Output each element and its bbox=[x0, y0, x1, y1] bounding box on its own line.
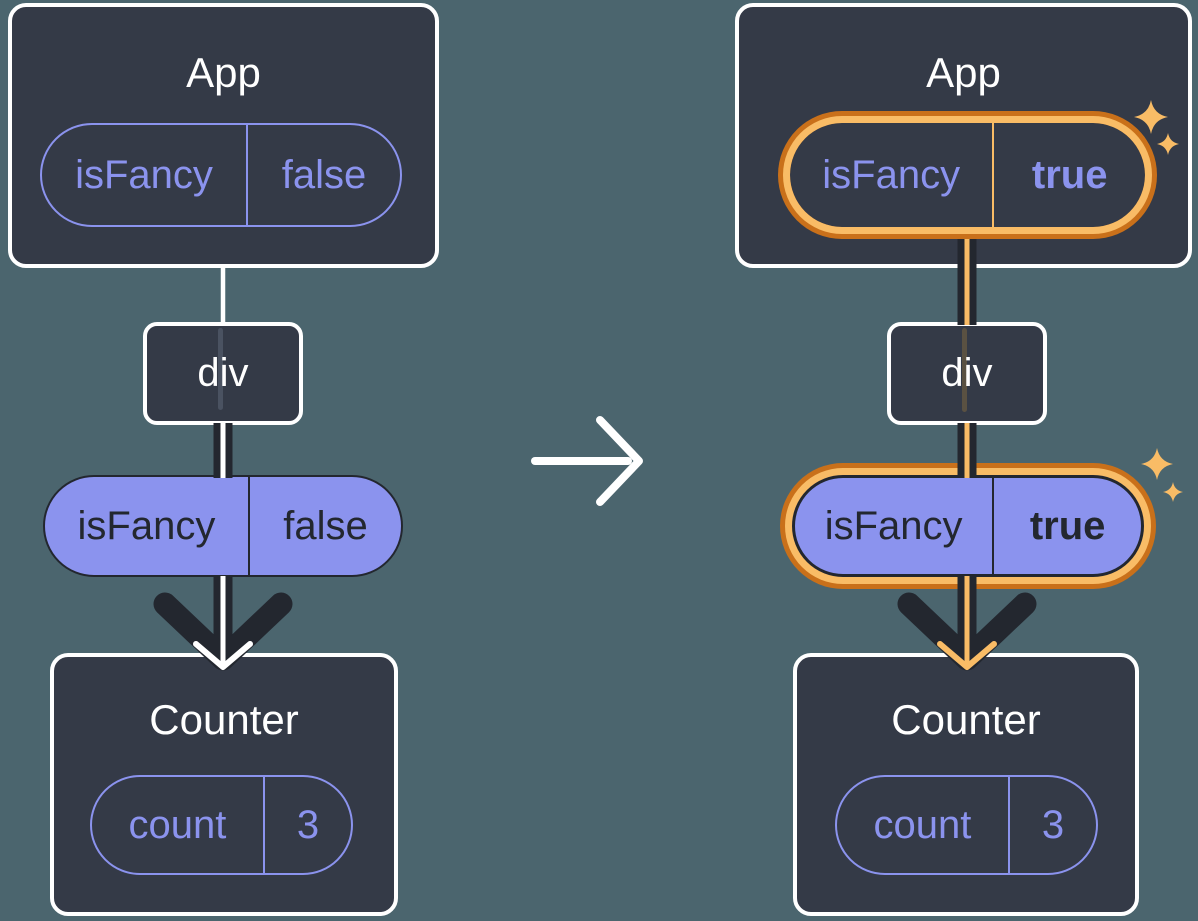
prop-pill: isFancy false bbox=[40, 123, 402, 227]
state-value: 3 bbox=[1041, 802, 1065, 847]
app-card-title: App bbox=[186, 49, 261, 96]
prop-name: isFancy bbox=[790, 123, 995, 227]
prop-name: isFancy bbox=[795, 478, 995, 574]
sparkle-icon bbox=[1141, 448, 1173, 480]
prop-name: isFancy bbox=[45, 477, 250, 575]
div-node: div bbox=[887, 322, 1047, 425]
prop-name: isFancy bbox=[42, 125, 249, 225]
pass-through-line bbox=[962, 328, 967, 412]
counter-card-title: Counter bbox=[891, 696, 1041, 743]
arrow-right-icon bbox=[531, 416, 643, 506]
counter-card: Counter count 3 bbox=[793, 653, 1139, 916]
state-pill: count 3 bbox=[90, 775, 353, 875]
app-card: App isFancy false bbox=[8, 3, 439, 268]
sparkle-icon bbox=[1163, 482, 1183, 502]
counter-card: Counter count 3 bbox=[50, 653, 398, 916]
state-name: count bbox=[92, 777, 265, 873]
div-node: div bbox=[143, 322, 303, 425]
prop-value: false bbox=[281, 152, 367, 197]
state-name: count bbox=[837, 777, 1010, 873]
arrow-down-icon bbox=[897, 592, 1037, 671]
app-card: App isFancy true bbox=[735, 3, 1192, 268]
counter-card-title: Counter bbox=[149, 696, 299, 743]
prop-value: true bbox=[1031, 152, 1108, 197]
after-connector bbox=[897, 239, 1037, 671]
pass-through-line bbox=[218, 328, 223, 410]
state-pill: count 3 bbox=[835, 775, 1098, 875]
prop-pill-highlighted: isFancy true bbox=[790, 123, 1145, 227]
passed-prop-pill-highlighted: isFancy true bbox=[792, 475, 1144, 577]
passed-prop-pill: isFancy false bbox=[43, 475, 403, 577]
div-node-label: div bbox=[197, 351, 249, 395]
prop-value: true bbox=[1029, 503, 1106, 548]
prop-value: false bbox=[283, 503, 368, 548]
app-card-title: App bbox=[926, 49, 1001, 96]
arrow-down-icon bbox=[153, 592, 293, 671]
div-node-label: div bbox=[941, 351, 993, 395]
state-value: 3 bbox=[296, 802, 320, 847]
